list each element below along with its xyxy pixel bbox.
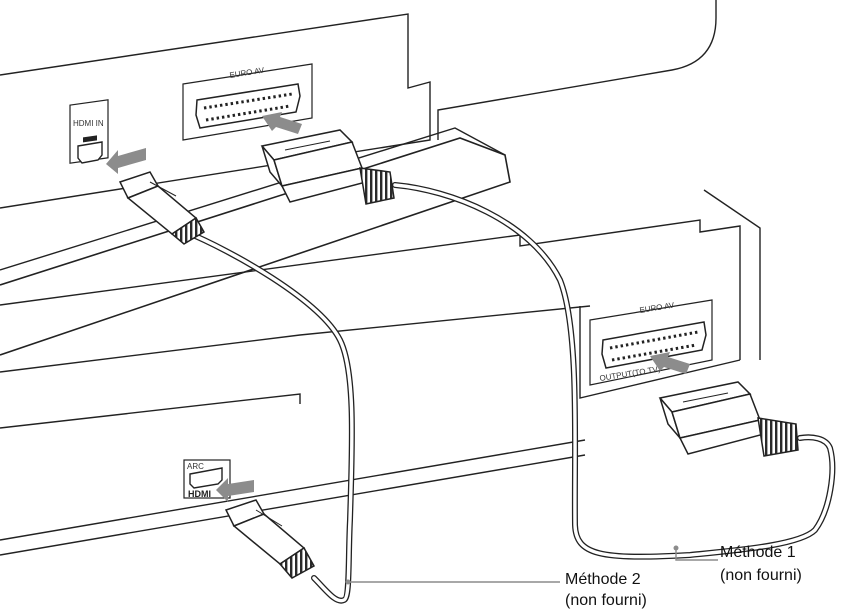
player-rear-inner	[579, 306, 741, 399]
player-scart-port-label: EURO AV	[639, 301, 676, 315]
hdmi-plug-tv	[118, 171, 206, 245]
tv-euro-av-port: EURO AV	[182, 63, 313, 141]
player-ridge	[0, 393, 301, 429]
scart-plug-tv	[260, 129, 395, 205]
tv-stand-top	[0, 127, 506, 271]
tv-rear-panel	[0, 13, 431, 209]
method2-note: (non fourni)	[565, 592, 647, 609]
method2-title: Méthode 2	[565, 571, 641, 588]
player	[0, 189, 761, 556]
insert-arrow-tv-hdmi	[106, 148, 146, 174]
player-bottom-edge	[0, 439, 586, 541]
insert-arrow-player-hdmi	[216, 478, 254, 502]
method1-title: Méthode 1	[720, 544, 796, 561]
tv-hdmi-port-label: HDMI IN	[73, 119, 104, 128]
scart-plug-player	[658, 381, 799, 457]
player-top-right	[703, 189, 761, 360]
insert-arrow-tv-scart	[262, 112, 302, 134]
hdmi-plug-player	[224, 499, 316, 579]
player-front-edge	[0, 305, 591, 373]
callout-method2: Méthode 2 (non fourni)	[345, 571, 647, 609]
player-hdmi-logo: HDMI	[188, 489, 211, 499]
player-hdmi-arc-label: ARC	[187, 462, 204, 471]
insert-arrow-player-scart	[650, 352, 690, 374]
tv-body-edge	[437, 0, 717, 140]
method1-note: (non fourni)	[720, 567, 802, 584]
tv-hdmi-in-port: HDMI IN	[69, 99, 109, 164]
callout-method1: Méthode 1 (non fourni)	[673, 544, 802, 584]
player-hdmi-socket	[189, 467, 223, 489]
player-euro-av-port: EURO AV OUTPUT(TO TV)	[589, 299, 713, 386]
player-hdmi-port: ARC HDMI	[183, 459, 231, 499]
tv-hdmi-socket	[77, 141, 103, 164]
tv-scart-port-label: EURO AV	[229, 66, 266, 80]
